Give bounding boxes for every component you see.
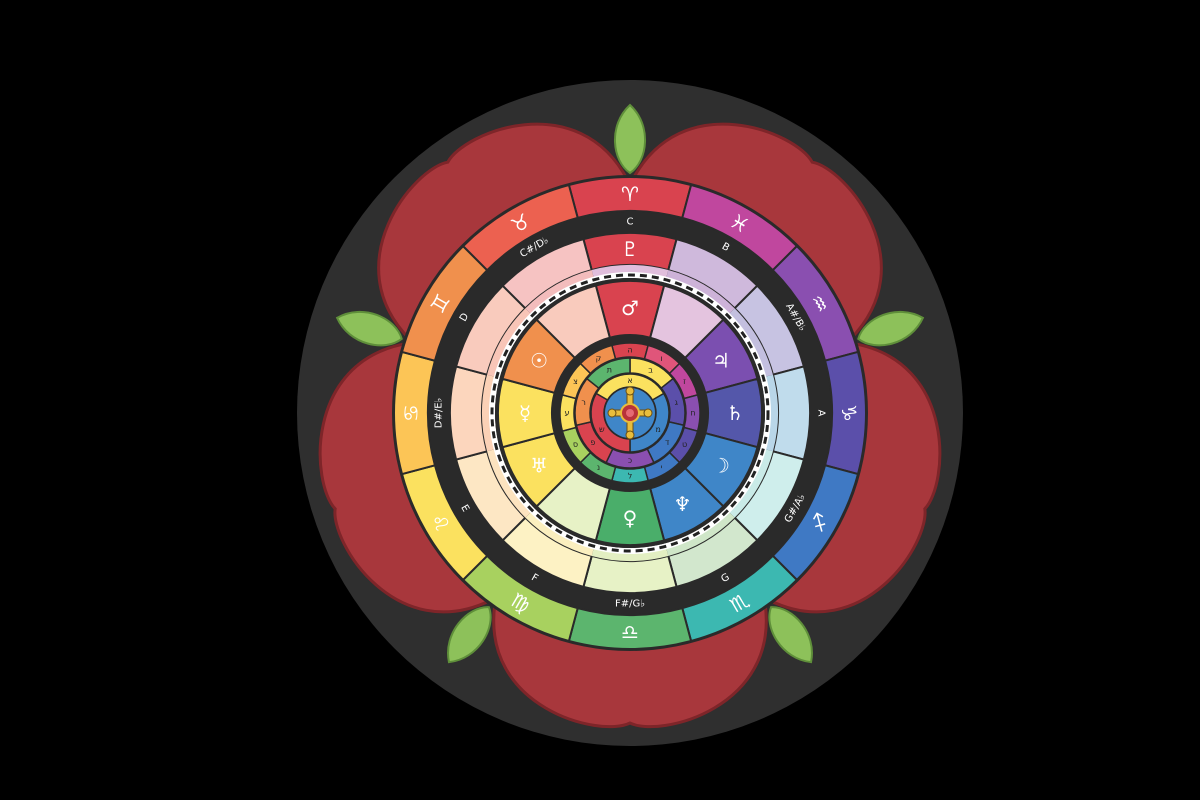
hebrew-core-segment <box>590 392 631 453</box>
note-label: F#/G♭ <box>615 599 645 610</box>
neptune-icon: ♆ <box>674 492 692 516</box>
hebrew-inner-ring: ב ג ד כ פ ר ת <box>574 357 686 469</box>
hebrew-letter: א <box>627 376 632 385</box>
hebrew-letter: ח <box>690 409 695 418</box>
note-label: D#/E♭ <box>434 397 445 428</box>
note-label: A <box>816 410 827 417</box>
hebrew-letter: נ <box>597 463 600 472</box>
pastel-inner-segment <box>591 548 669 561</box>
cross-left-knob <box>607 408 617 418</box>
hebrew-letter: ז <box>683 377 686 386</box>
hebrew-letter: מ <box>655 425 660 434</box>
moon-icon: ☽ <box>712 454 730 478</box>
hebrew-letter: ה <box>627 346 632 355</box>
libra-icon: ♎ <box>621 620 639 644</box>
hebrew-letter: ו <box>660 354 662 363</box>
hebrew-letter: ל <box>628 472 633 481</box>
hebrew-letter: ע <box>564 409 569 418</box>
cross-top-knob <box>625 386 635 396</box>
hebrew-letter: ש <box>599 425 605 434</box>
zodiac-segment-taurus <box>461 183 579 272</box>
uranus-icon: ♅ <box>530 454 548 478</box>
hebrew-letter: ק <box>596 354 602 363</box>
mars-icon: ♂ <box>621 296 639 320</box>
note-label: F <box>529 572 540 585</box>
rose-heart <box>626 409 634 417</box>
center-cross: א מ ש <box>590 373 670 453</box>
rose-leaf <box>447 606 492 664</box>
hebrew-letter: צ <box>573 377 578 386</box>
cancer-icon: ♋ <box>399 404 423 422</box>
pluto-icon: ♇ <box>621 237 639 261</box>
hebrew-letter: ת <box>607 366 612 375</box>
cross-bottom-knob <box>625 430 635 440</box>
hebrew-letter: ט <box>682 440 687 449</box>
aries-icon: ♈ <box>621 182 639 206</box>
saturn-icon: ♄ <box>726 401 744 425</box>
pastel-inner-segment <box>591 265 669 278</box>
note-label: E <box>458 503 471 514</box>
pastel-inner-segment <box>765 374 778 452</box>
rose-leaf <box>857 310 925 347</box>
planet-segment-empty <box>535 284 612 360</box>
dashed-ring-dash <box>490 273 770 553</box>
dashed-ring <box>489 272 771 554</box>
venus-icon: ♀ <box>623 506 638 530</box>
jupiter-icon: ♃ <box>712 349 730 373</box>
hebrew-letter: ר <box>581 398 586 407</box>
pastel-segment <box>582 554 678 594</box>
pastel-inner-segment <box>482 374 495 452</box>
rose-leaf <box>614 103 646 175</box>
sun-icon: ☉ <box>530 349 548 373</box>
hebrew-outer-segment <box>579 344 617 375</box>
hebrew-letter: כ <box>628 456 632 465</box>
hebrew-letter: פ <box>590 438 595 447</box>
hebrew-letter: י <box>661 463 663 472</box>
rose-leaf <box>335 310 403 347</box>
pastel-segment <box>771 365 811 461</box>
rose-leaf <box>768 606 813 664</box>
hebrew-letter: ד <box>665 438 670 447</box>
note-label: B <box>720 241 732 254</box>
pastel-segment <box>449 365 489 461</box>
hebrew-outer-ring: ה ו ז ח ט י ל נ ס ע צ ק <box>559 342 701 484</box>
note-label: C <box>627 217 634 228</box>
capricorn-icon: ♑ <box>837 404 861 422</box>
hebrew-letter: ג <box>675 398 679 407</box>
rose-leaves <box>335 103 925 664</box>
hebrew-inner-segment <box>585 357 631 390</box>
hebrew-letter: ס <box>573 440 578 449</box>
cross-right-knob <box>643 408 653 418</box>
hebrew-letter: ב <box>648 366 653 375</box>
mercury-icon: ☿ <box>519 401 531 425</box>
